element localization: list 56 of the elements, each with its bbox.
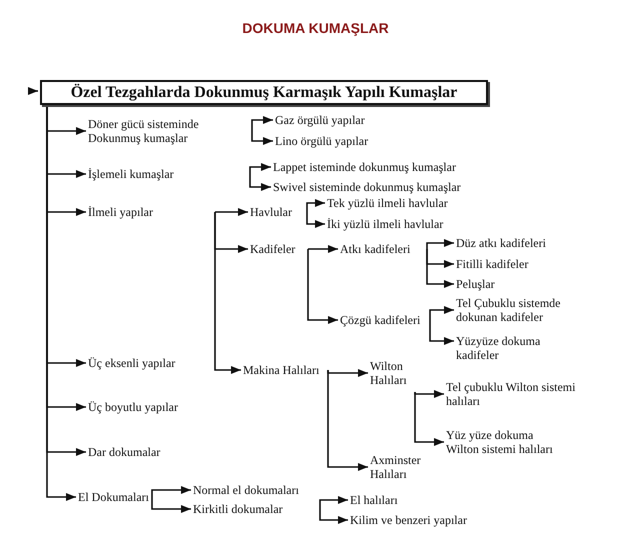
category-label: Fitilli kadifeler <box>456 257 528 271</box>
arrow <box>214 212 241 374</box>
category-label: Düz atkı kadifeleri <box>456 236 546 250</box>
category-label: Atkı kadifeleri <box>340 242 427 256</box>
arrow <box>251 116 273 131</box>
category-label: İki yüzlü ilmeli havlular <box>327 217 444 231</box>
arrow <box>426 249 454 288</box>
arrow <box>414 390 444 398</box>
arrow <box>307 245 338 253</box>
category-label: Normal el dokumaları <box>193 483 299 497</box>
category-label: Kilim ve benzeri yapılar <box>350 513 467 527</box>
category-label: Üç eksenli yapılar <box>88 356 176 370</box>
arrow <box>319 510 348 524</box>
category-label: İlmeli yapılar <box>88 205 153 219</box>
arrow <box>306 199 325 212</box>
arrow <box>429 320 454 345</box>
category-label: Döner gücü sisteminde Dokunmuş kumaşlar <box>88 117 238 145</box>
category-label: Havlular <box>250 205 307 219</box>
category-label: Lappet isteminde dokunmuş kumaşlar <box>273 160 456 174</box>
category-label: Dar dokumalar <box>88 445 160 459</box>
category-label: İşlemeli kumaşlar <box>88 167 174 181</box>
category-label: Axminster Halıları <box>370 453 425 481</box>
category-label: El Dokumaları <box>78 490 152 504</box>
category-label: Kirkitli dokumalar <box>193 502 283 516</box>
category-label: Lino örgülü yapılar <box>275 134 368 148</box>
category-label: Peluşlar <box>456 277 495 291</box>
arrow <box>327 370 368 471</box>
category-label: Yüz yüze dokuma Wilton sistemi halıları <box>446 428 566 456</box>
diagram-title: DOKUMA KUMAŞLAR <box>242 20 389 36</box>
category-label: Tel Çubuklu sistemde dokunan kadifeler <box>456 296 596 324</box>
arrow <box>151 497 191 513</box>
arrow <box>251 131 273 145</box>
arrow <box>429 306 454 320</box>
category-label: Makina Halıları <box>243 363 328 377</box>
arrow <box>307 249 338 324</box>
category-label: Üç boyutlu yapılar <box>88 400 178 414</box>
arrow <box>306 212 325 228</box>
arrow <box>249 163 271 174</box>
arrow <box>414 392 444 446</box>
arrow <box>319 496 348 510</box>
arrow <box>249 174 271 191</box>
category-label: Kadifeler <box>250 242 308 256</box>
arrow <box>327 369 368 377</box>
category-label: Yüzyüze dokuma kadifeler <box>456 334 561 362</box>
arrow <box>151 486 191 497</box>
category-label: Çözgü kadifeleri <box>340 313 430 327</box>
category-label: Wilton Halıları <box>370 359 415 395</box>
category-label: Gaz örgülü yapılar <box>275 113 365 127</box>
category-label: Tel çubuklu Wilton sistemi halıları <box>446 380 576 408</box>
arrow <box>28 87 38 95</box>
category-label: Swivel sisteminde dokunmuş kumaşlar <box>273 180 461 194</box>
category-label: El halıları <box>350 493 398 507</box>
heading-box: Özel Tezgahlarda Dokunmuş Karmaşık Yapılı Kumaşlar <box>40 80 488 105</box>
arrow <box>214 208 248 216</box>
category-label: Tek yüzlü ilmeli havlular <box>327 196 448 210</box>
arrow <box>426 239 454 249</box>
